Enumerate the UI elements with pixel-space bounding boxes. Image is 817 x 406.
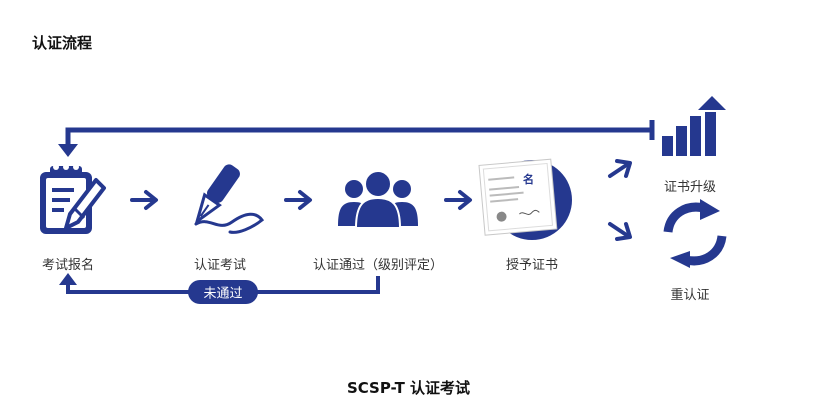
- arrow-pass-to-certificate: [444, 190, 472, 210]
- arrow-certificate-to-upgrade: [608, 159, 632, 178]
- arrow-certificate-to-recertify: [608, 222, 632, 241]
- fail-badge: [188, 280, 258, 304]
- step-label-upgrade: 证书升级: [663, 180, 717, 195]
- certificate-text: 名: [523, 172, 534, 186]
- fountain-pen-icon: [194, 164, 265, 234]
- step-label-register: 考试报名: [41, 258, 95, 273]
- top-return-connector: [65, 120, 655, 146]
- arrow-exam-to-pass: [284, 190, 312, 210]
- bar-chart-up-icon: [662, 96, 726, 156]
- user-group-icon: [338, 170, 418, 229]
- fail-return-arrowhead: [59, 273, 77, 285]
- refresh-cycle-icon: [663, 199, 727, 268]
- step-label-pass: 认证通过（级别评定）: [312, 258, 444, 273]
- clipboard-pencil-icon: [40, 164, 106, 234]
- top-return-arrowhead: [58, 144, 78, 157]
- section-title: 认证流程: [32, 34, 93, 52]
- certificate-icon: 名: [478, 158, 572, 240]
- fail-label: 未通过: [203, 286, 243, 302]
- arrow-register-to-exam: [130, 190, 158, 210]
- caption: SCSP-T 认证考试: [346, 379, 471, 397]
- step-label-exam: 认证考试: [193, 258, 247, 273]
- step-label-recertify: 重认证: [670, 288, 710, 303]
- step-label-certificate: 授予证书: [505, 258, 559, 273]
